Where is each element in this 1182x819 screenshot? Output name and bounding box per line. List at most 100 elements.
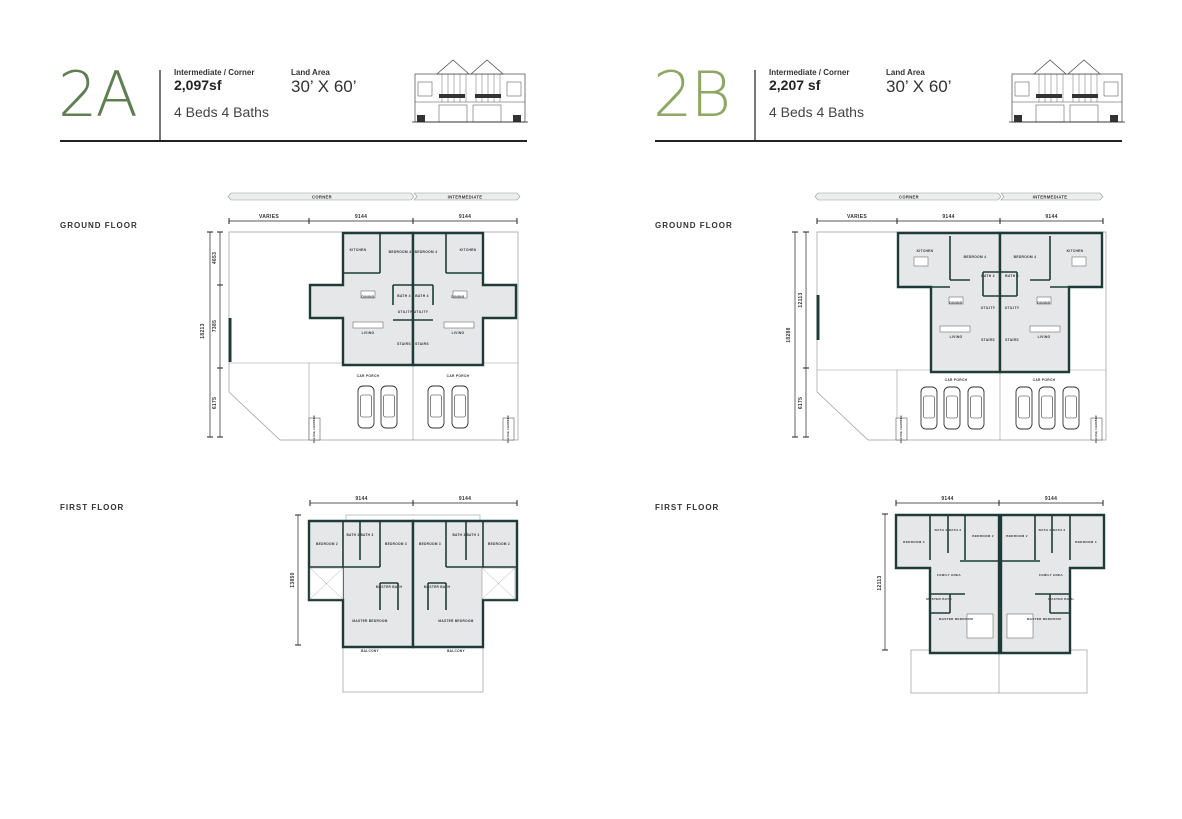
beds-baths: 4 Beds 4 Baths <box>174 104 269 120</box>
dimension-label: 9144 <box>355 214 367 220</box>
bed-icon <box>966 613 994 639</box>
sofa-icon <box>352 321 384 329</box>
car-roof <box>1041 395 1053 419</box>
room-label: STAIRS <box>1005 338 1019 342</box>
room-label: DINING <box>361 295 374 299</box>
elevation-window <box>1103 81 1119 97</box>
room-label: UTILITY <box>414 310 429 314</box>
refuse-chamber-label: REFUSE CHAMBER <box>507 415 510 443</box>
room-label: KITCHEN <box>350 248 367 252</box>
land-area-value: 30’ X 60’ <box>291 77 357 96</box>
room-label: BEDROOM 3 <box>903 540 924 544</box>
car-icon <box>451 385 469 429</box>
dining-table-icon <box>948 296 964 305</box>
elevation-window <box>506 81 522 97</box>
fence-wall <box>228 318 232 362</box>
room-label: BATH 3 <box>935 528 948 532</box>
elevation-bin <box>1014 115 1022 122</box>
dimension-label: 7385 <box>212 320 218 332</box>
elevation-body <box>414 73 526 123</box>
dimension-label: VARIES <box>259 214 279 220</box>
room-label: BATH 2 <box>466 533 479 537</box>
room-label: BEDROOM 2 <box>488 542 510 546</box>
room-label: KITCHEN <box>917 249 934 253</box>
room-label: LIVING <box>1038 335 1051 339</box>
room-label: LIVING <box>362 331 375 335</box>
car-icon <box>1062 386 1080 430</box>
room-label: CAR PORCH <box>357 374 380 378</box>
elevation-gable <box>436 59 470 75</box>
elevation-window <box>1014 81 1030 97</box>
first-floor-label: FIRST FLOOR <box>655 503 720 512</box>
elevation-window <box>417 81 433 97</box>
room-label: BEDROOM 2 <box>316 542 338 546</box>
elevation-bin <box>417 115 425 122</box>
banner-intermediate <box>413 192 521 201</box>
room-label: BATH 3 <box>360 533 373 537</box>
ground-floor-label: GROUND FLOOR <box>60 221 138 230</box>
land-area-label: Land Area <box>291 68 330 77</box>
dimension-label: 9144 <box>459 214 471 220</box>
room-label: CAR PORCH <box>945 378 968 382</box>
unit-code: 2B <box>653 58 731 131</box>
kitchen-island-icon <box>913 256 929 267</box>
room-label: BATH 4 <box>397 294 410 298</box>
room-label: BATH 2 <box>346 533 359 537</box>
car-icon <box>427 385 445 429</box>
banner-corner <box>227 192 415 201</box>
room-label: BATH 3 <box>452 533 465 537</box>
dimension-label: 12113 <box>877 575 883 590</box>
elevation-gable <box>1033 59 1067 75</box>
ground-floor-label: GROUND FLOOR <box>655 221 733 230</box>
first-floor-label: FIRST FLOOR <box>60 503 125 512</box>
refuse-chamber-label: REFUSE CHAMBER <box>313 415 316 443</box>
banner-label: CORNER <box>312 194 332 199</box>
banner-corner <box>814 192 1002 201</box>
elevation-bin <box>513 115 521 122</box>
car-roof <box>970 395 982 419</box>
car-icon <box>920 386 938 430</box>
dimension-label: 12113 <box>798 292 804 307</box>
banner-label: CORNER <box>899 194 919 199</box>
room-label: UTILITY <box>1005 306 1020 310</box>
roof-outline <box>342 644 484 693</box>
room-label: BATH 4 <box>415 294 428 298</box>
unit-type-label: Intermediate / Corner <box>769 68 850 77</box>
room-label: MASTER BATH <box>376 585 403 589</box>
car-roof <box>923 395 935 419</box>
refuse-chamber-label: REFUSE CHAMBER <box>900 415 903 443</box>
room-label: BATH 2 <box>949 528 962 532</box>
car-icon <box>1015 386 1033 430</box>
dimension-label: 9144 <box>355 496 367 502</box>
refuse-chamber <box>308 417 321 441</box>
room-label: BATH 4 <box>981 274 994 278</box>
beds-baths: 4 Beds 4 Baths <box>769 104 864 120</box>
dimension-label: 6175 <box>798 397 804 409</box>
room-label: KITCHEN <box>1067 249 1084 253</box>
dimension-label: 9144 <box>459 496 471 502</box>
room-label: MASTER BATH <box>424 585 451 589</box>
dining-table-icon <box>360 290 376 299</box>
kitchen-island-icon <box>1071 256 1087 267</box>
dimension-label: 6175 <box>212 397 218 409</box>
bed-icon <box>1006 613 1034 639</box>
dimension-label: 9144 <box>941 496 953 502</box>
dimension-label: 4653 <box>212 252 218 264</box>
banner-intermediate <box>1000 192 1104 201</box>
divider <box>159 70 161 140</box>
elevation-gable <box>1067 59 1101 75</box>
room-label: BALCONY <box>361 649 379 653</box>
header-rule <box>655 140 1122 142</box>
car-roof <box>454 394 466 418</box>
room-label: BEDROOM 4 <box>964 255 987 259</box>
car-icon <box>943 386 961 430</box>
room-label: BEDROOM 3 <box>385 542 407 546</box>
elevation-bin <box>1110 115 1118 122</box>
dimension-label: 9144 <box>1045 496 1057 502</box>
car-icon <box>380 385 398 429</box>
elevation-drawing-2b <box>1009 59 1125 123</box>
room-label: CAR PORCH <box>447 374 470 378</box>
car-icon <box>967 386 985 430</box>
dimension-label: 18213 <box>200 323 206 338</box>
